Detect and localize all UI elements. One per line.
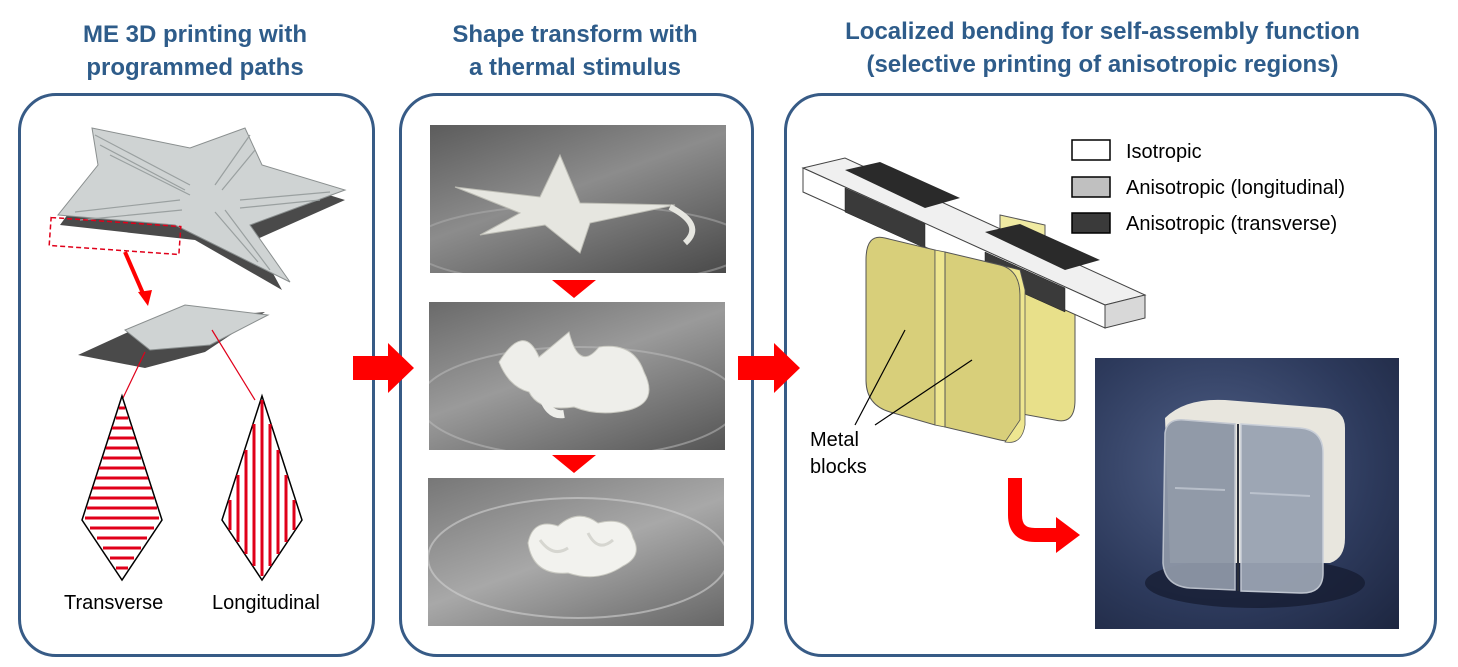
legend-label-longitudinal: Anisotropic (longitudinal) xyxy=(1126,177,1346,199)
panel1-title: ME 3D printing with programmed paths xyxy=(20,18,370,84)
metal-block-right xyxy=(944,251,1021,442)
down-arrow-2 xyxy=(552,455,596,473)
zoom-arrow xyxy=(123,251,147,299)
panel2-title-line1: Shape transform with xyxy=(452,21,698,48)
metal-label-line1: Metal xyxy=(810,429,859,451)
bar-segment-dark1 xyxy=(845,162,960,208)
transforming-star-shape xyxy=(498,331,650,414)
panel3-title: Localized bending for self-assembly func… xyxy=(790,15,1415,81)
legend-swatch-isotropic xyxy=(1071,139,1111,161)
panel3-title-line1: Localized bending for self-assembly func… xyxy=(845,18,1360,45)
device-glass-left xyxy=(1162,419,1236,591)
arrow-2-to-3 xyxy=(738,343,800,393)
metal-label-line2: blocks xyxy=(810,456,867,478)
legend-swatch-transverse xyxy=(1071,212,1111,234)
metal-block-left xyxy=(865,236,936,426)
label-transverse: Transverse xyxy=(64,592,164,614)
selection-box xyxy=(48,216,182,256)
photo-flat-star xyxy=(430,125,726,273)
photo-assembled xyxy=(428,478,724,626)
panel1-title-line2: programmed paths xyxy=(86,54,304,81)
device-glass-right xyxy=(1240,423,1324,594)
arrow-1-to-2 xyxy=(353,343,414,393)
photo-transforming xyxy=(429,302,725,450)
down-arrow-1 xyxy=(552,280,596,298)
curved-arrow xyxy=(1008,478,1060,542)
star-top xyxy=(57,127,347,283)
legend-label-transverse: Anisotropic (transverse) xyxy=(1126,213,1338,235)
label-longitudinal: Longitudinal xyxy=(212,592,320,614)
panel3-title-line2: (selective printing of anisotropic regio… xyxy=(866,51,1339,78)
bar-segment-dark2 xyxy=(985,224,1100,270)
panel2-title: Shape transform with a thermal stimulus xyxy=(400,18,750,84)
panel2-title-line2: a thermal stimulus xyxy=(468,54,682,81)
flat-star-shape xyxy=(454,153,676,254)
photo-assembled-device xyxy=(1095,358,1399,629)
metal-blocks-label: Metal blocks xyxy=(810,427,867,481)
panel1-title-line1: ME 3D printing with xyxy=(83,21,307,48)
longitudinal-hatch xyxy=(228,400,296,576)
transverse-hatch xyxy=(85,406,159,570)
slice-light xyxy=(124,304,270,351)
assembled-star-shape xyxy=(527,515,637,578)
legend-label-isotropic: Isotropic xyxy=(1126,141,1202,163)
legend-swatch-longitudinal xyxy=(1071,176,1111,198)
